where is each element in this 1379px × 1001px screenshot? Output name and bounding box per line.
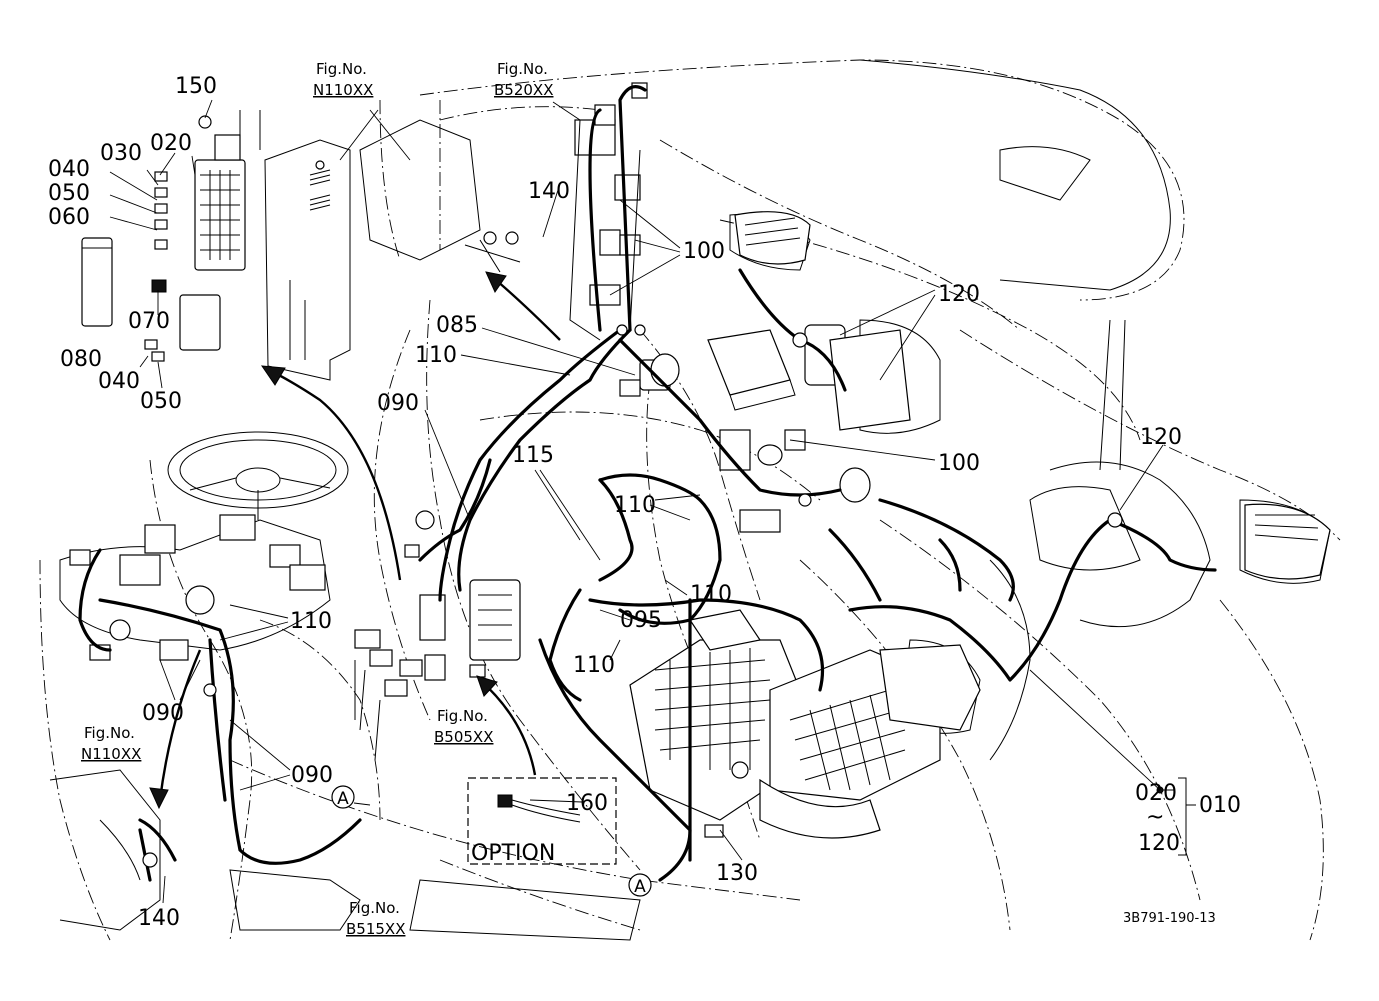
part-label-140-bottom: 140 — [138, 906, 180, 931]
part-label-040-lower: 040 — [98, 369, 140, 394]
part-label-095: 095 — [620, 608, 662, 633]
reference-arrows — [149, 239, 561, 810]
part-label-110-lower: 110 — [573, 653, 615, 678]
hvac-unit — [629, 609, 981, 839]
part-label-010: 010 — [1199, 793, 1241, 818]
part-label-115: 115 — [512, 443, 554, 468]
part-label-040: 040 — [48, 157, 90, 182]
leader-lines — [109, 99, 1175, 904]
part-label-085: 085 — [436, 313, 478, 338]
part-label-030: 030 — [100, 141, 142, 166]
figref-number: N110XX — [81, 745, 141, 763]
part-label-070: 070 — [128, 309, 170, 334]
grommet-markers — [142, 231, 1123, 868]
figref-title: Fig.No. — [497, 60, 548, 78]
part-label-110-top: 110 — [415, 343, 457, 368]
part-label-100-right: 100 — [938, 451, 980, 476]
figref-number: B520XX — [494, 81, 553, 99]
part-label-110-mid: 110 — [614, 493, 656, 518]
part-label-090-center: 090 — [377, 391, 419, 416]
work-light-right — [1244, 503, 1331, 580]
figref-number: N110XX — [313, 81, 373, 99]
part-label-080: 080 — [60, 347, 102, 372]
blower-grid — [789, 689, 906, 791]
figref-number: B515XX — [346, 920, 405, 938]
part-label-110-right: 110 — [690, 582, 732, 607]
fuse-grid — [200, 170, 240, 260]
figref-title: Fig.No. — [437, 707, 488, 725]
set-bracket — [1178, 777, 1196, 856]
part-label-050-lower: 050 — [140, 389, 182, 414]
part-label-050: 050 — [48, 181, 90, 206]
connection-marker-a-bottom: A — [628, 873, 652, 897]
part-label-120-top: 120 — [938, 282, 980, 307]
control-unit — [569, 82, 911, 533]
marker-a-label: A — [337, 789, 349, 809]
drawing-code: 3B791-190-13 — [1123, 911, 1216, 926]
steering-wheel — [167, 431, 349, 520]
part-label-120-right: 120 — [1140, 425, 1182, 450]
dashboard-switch-assembly — [59, 514, 331, 661]
part-label-150: 150 — [175, 74, 217, 99]
part-labels: 150 020 030 040 050 060 080 070 040 050 … — [48, 74, 1241, 931]
figure-references: Fig.No. N110XX Fig.No. B520XX Fig.No. N1… — [81, 60, 553, 938]
option-label: OPTION — [471, 841, 555, 866]
part-label-020: 020 — [150, 131, 192, 156]
fuse-box-exploded — [81, 110, 351, 381]
part-label-140-top: 140 — [528, 179, 570, 204]
fuse-box-mounted — [354, 544, 521, 761]
part-label-090-left: 090 — [142, 701, 184, 726]
figref-number: B505XX — [434, 728, 493, 746]
part-label-090-bottom: 090 — [291, 763, 333, 788]
part-label-160: 160 — [566, 791, 608, 816]
figref-title: Fig.No. — [84, 724, 135, 742]
range-tilde: ~ — [1146, 805, 1164, 830]
option-box — [467, 777, 617, 865]
connection-marker-a-top: A — [331, 785, 371, 809]
marker-a-label: A — [634, 877, 646, 897]
figref-title: Fig.No. — [349, 899, 400, 917]
part-label-130: 130 — [716, 861, 758, 886]
part-label-060: 060 — [48, 205, 90, 230]
part-label-110-left: 110 — [290, 609, 332, 634]
part-label-020-set: 020 — [1135, 781, 1177, 806]
figref-title: Fig.No. — [316, 60, 367, 78]
part-label-120-set: 120 — [1138, 831, 1180, 856]
part-label-100-top: 100 — [683, 239, 725, 264]
work-light-left — [734, 211, 811, 265]
